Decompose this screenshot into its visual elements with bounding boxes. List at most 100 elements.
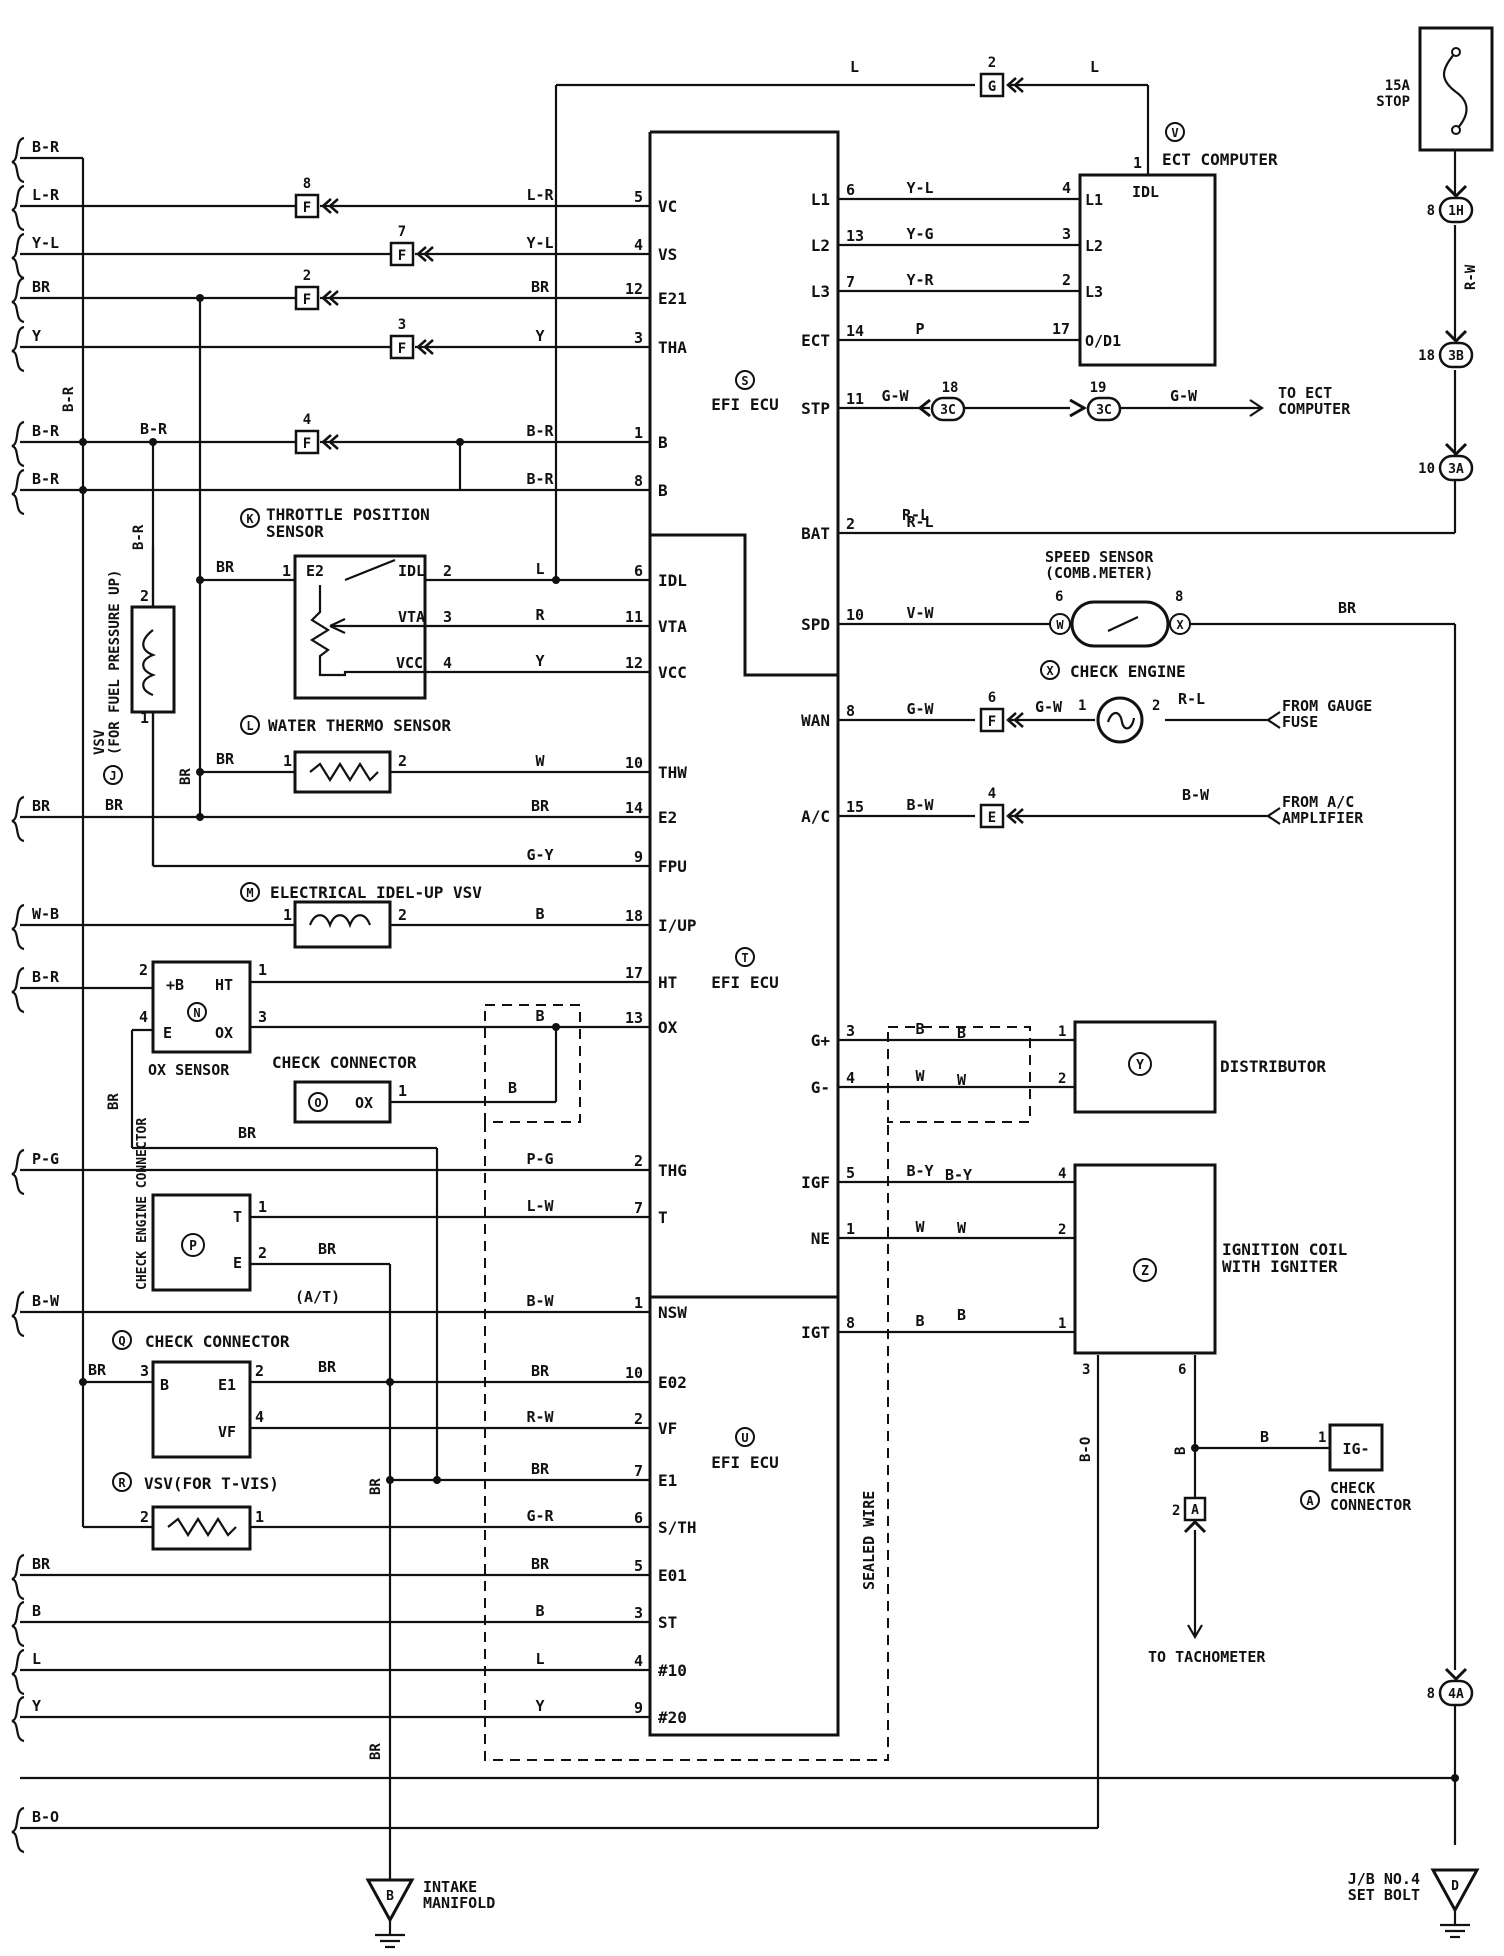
ecu-pin-number: 8: [846, 702, 855, 720]
ecu-pin-number: 4: [634, 1652, 643, 1670]
svg-text:B: B: [957, 1024, 966, 1042]
svg-text:4: 4: [255, 1408, 264, 1426]
svg-text:3: 3: [258, 1008, 267, 1026]
ecu-pin-number: 13: [846, 227, 864, 245]
inline-connector: E4: [979, 786, 1024, 829]
bus-brace: [11, 966, 25, 1014]
bus-brace: [11, 468, 25, 516]
bus-wire-label: Y: [32, 327, 41, 345]
bus-wire-label: W-B: [32, 905, 59, 923]
svg-text:E2: E2: [306, 562, 324, 580]
bus-wire-label: B-R: [32, 470, 60, 488]
connector-id: F: [303, 436, 311, 452]
svg-text:B-Y: B-Y: [945, 1166, 972, 1184]
wire-color-label: B: [915, 1312, 924, 1330]
inline-connector: F4: [294, 412, 339, 455]
wire-color-label: Y: [535, 327, 544, 345]
ecu-pin-name: E2: [658, 808, 677, 827]
wire-color-label: B-Y: [906, 1162, 933, 1180]
svg-text:L1: L1: [1085, 191, 1103, 209]
ecu-pin-number: 10: [846, 606, 864, 624]
svg-text:W: W: [1056, 618, 1064, 632]
ecu-pin-number: 5: [634, 1557, 643, 1575]
svg-text:B: B: [1173, 1447, 1189, 1455]
svg-text:OX: OX: [355, 1094, 373, 1112]
ecu-pin-name: T: [658, 1208, 668, 1227]
ecu-pin-name: S/TH: [658, 1518, 697, 1537]
check-connector-o: CHECK CONNECTOR O OX 1: [272, 1053, 417, 1124]
ecu-pin-number: 6: [634, 562, 643, 580]
sealed-wire-box: SEALED WIRE: [484, 1004, 1031, 1761]
svg-text:4: 4: [139, 1008, 148, 1026]
connector-arrow: [1444, 184, 1468, 199]
wire-color-label: L: [535, 1650, 544, 1668]
ecu-pin-number: 8: [846, 1314, 855, 1332]
ecu-pin-name: ST: [658, 1613, 677, 1632]
ecu-pin-number: 15: [846, 798, 864, 816]
svg-text:2: 2: [1172, 1503, 1180, 1519]
ecu-pin-name: NSW: [658, 1303, 687, 1322]
ecu-pin-number: 17: [625, 964, 643, 982]
wire-color-label: Y-L: [906, 179, 933, 197]
from-ac-line2: AMPLIFIER: [1282, 809, 1364, 827]
svg-text:STOP: STOP: [1376, 94, 1410, 110]
svg-text:BR: BR: [105, 796, 124, 814]
svg-text:WATER THERMO SENSOR: WATER THERMO SENSOR: [268, 716, 451, 735]
ecu-pin-number: 4: [634, 236, 643, 254]
svg-text:Q: Q: [118, 1334, 125, 1348]
svg-text:1: 1: [258, 1198, 267, 1216]
svg-text:U: U: [741, 1431, 748, 1445]
svg-text:BR: BR: [368, 1743, 384, 1760]
svg-text:W: W: [957, 1071, 967, 1089]
ecu-pin-name: IGT: [801, 1323, 830, 1342]
ecu-pin-number: 3: [634, 1604, 643, 1622]
svg-text:COMPUTER: COMPUTER: [1278, 400, 1351, 418]
ecu-pin-number: 4: [846, 1069, 855, 1087]
ecu-label-s: S EFI ECU: [711, 370, 779, 414]
svg-text:B: B: [508, 1079, 517, 1097]
svg-text:B: B: [160, 1376, 169, 1394]
check-connector-q: Q CHECK CONNECTOR B E1 VF 3 2 4: [112, 1330, 290, 1459]
speed-sensor: SPEED SENSOR (COMB.METER) W X 6 8 BR: [1045, 548, 1357, 648]
connector-arrow: [1444, 329, 1468, 344]
connector-box: [979, 803, 1005, 829]
wire-color-label: BR: [531, 1555, 550, 1573]
svg-text:+B: +B: [166, 976, 184, 994]
ecu-pin-number: 12: [625, 280, 643, 298]
wire-color-label: W: [915, 1067, 925, 1085]
connector-box: [294, 193, 320, 219]
wire-color-label: R-W: [526, 1408, 554, 1426]
svg-text:IGNITION COIL: IGNITION COIL: [1222, 1240, 1347, 1259]
check-connector-a: IG- 1 B A CHECK CONNECTOR: [1260, 1423, 1412, 1514]
svg-text:D: D: [1451, 1879, 1459, 1894]
svg-text:B-O: B-O: [1078, 1437, 1094, 1462]
wire-color-label: B: [535, 1007, 544, 1025]
svg-text:1: 1: [140, 709, 149, 727]
wire-color-label: W: [915, 1218, 925, 1236]
wire-color-label: B-W: [526, 1292, 554, 1310]
svg-text:B: B: [1260, 1428, 1269, 1446]
ecu-pin-name: L2: [811, 236, 830, 255]
svg-text:3: 3: [1062, 225, 1071, 243]
svg-text:V: V: [1171, 126, 1178, 140]
svg-text:M: M: [246, 886, 253, 900]
ecu-pin-number: 2: [846, 515, 855, 533]
svg-text:DISTRIBUTOR: DISTRIBUTOR: [1220, 1057, 1326, 1076]
wire-color-label: Y-G: [906, 225, 933, 243]
bus-wire-label: BR: [32, 278, 51, 296]
svg-text:1: 1: [1318, 1430, 1326, 1446]
svg-text:2: 2: [398, 752, 407, 770]
bus-wire-label: L: [32, 1650, 41, 1668]
wire-color-label: R-L: [906, 513, 933, 531]
svg-text:S: S: [741, 374, 748, 388]
svg-text:G-W: G-W: [1170, 387, 1198, 405]
svg-text:CHECK CONNECTOR: CHECK CONNECTOR: [272, 1053, 417, 1072]
water-thermo-sensor: L WATER THERMO SENSOR 1 2: [240, 715, 451, 794]
connector-arrow: [416, 246, 434, 262]
ecu-pin-name: IGF: [801, 1173, 830, 1192]
connector-id: G: [988, 79, 996, 95]
svg-text:1: 1: [255, 1508, 264, 1526]
svg-text:1: 1: [398, 1082, 407, 1100]
ecu-pin-number: 9: [634, 1699, 643, 1717]
